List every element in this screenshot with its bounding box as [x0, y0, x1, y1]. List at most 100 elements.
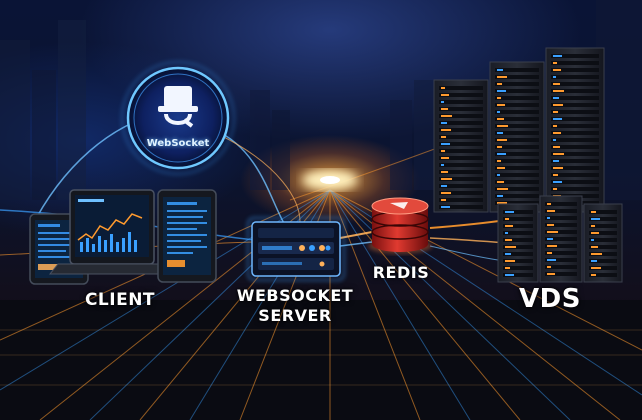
rack-led	[497, 132, 503, 134]
rack-led	[591, 246, 598, 248]
rack-slot	[545, 265, 577, 269]
rack-led	[441, 206, 450, 208]
rack-led	[553, 83, 560, 85]
rack-slot	[495, 180, 539, 184]
rack-slot	[439, 121, 483, 125]
rack-slot	[439, 142, 483, 146]
rack-led	[553, 55, 562, 57]
rack-led	[505, 239, 512, 241]
rack-led	[553, 76, 556, 78]
rack-led	[497, 139, 507, 141]
rack-led	[497, 69, 503, 71]
server-rack-icon	[433, 47, 605, 213]
rack-slot	[439, 163, 483, 167]
central-glow	[302, 170, 358, 190]
rack-slot	[551, 54, 599, 58]
rack-slot	[589, 224, 617, 228]
client-label: CLIENT	[84, 290, 156, 310]
rack-led	[553, 118, 562, 120]
rack-slot	[551, 110, 599, 114]
rack-slot	[503, 217, 533, 221]
rack-led	[497, 202, 507, 204]
rack-slot	[495, 124, 539, 128]
rack-slot	[495, 131, 539, 135]
rack-led	[553, 160, 559, 162]
rack-slot	[439, 114, 483, 118]
rack-led	[441, 87, 445, 89]
rack-led	[553, 153, 564, 155]
rack-slot	[495, 159, 539, 163]
rack-slot	[439, 184, 483, 188]
rack-slot	[551, 89, 599, 93]
rack-led	[547, 259, 556, 261]
rack-slot	[495, 68, 539, 72]
rack-slot	[503, 238, 533, 242]
rack-slot	[551, 82, 599, 86]
rack-led	[497, 76, 507, 78]
rack-slot	[495, 166, 539, 170]
rack-slot	[495, 145, 539, 149]
rack-slot	[589, 238, 617, 242]
rack-led	[547, 203, 551, 205]
rack-slot	[439, 170, 483, 174]
rack-slot	[439, 107, 483, 111]
rack-led	[505, 253, 511, 255]
rack-slot	[551, 152, 599, 156]
rack-slot	[589, 210, 617, 214]
websocket-server-label-line1: WEBSOCKET	[236, 286, 354, 305]
rack-led	[441, 171, 448, 173]
rack-led	[497, 125, 508, 127]
rack-led	[441, 185, 447, 187]
rack-led	[441, 199, 446, 201]
rack-led	[497, 104, 505, 106]
rack-led	[505, 218, 509, 220]
rack-led	[497, 153, 506, 155]
rack-led	[547, 210, 555, 212]
rack-led	[553, 174, 558, 176]
rack-led	[441, 143, 450, 145]
websocket-logo-label: WebSocket	[146, 138, 210, 149]
rack-led	[497, 181, 504, 183]
rack-led	[497, 188, 508, 190]
rack-slot	[495, 201, 539, 205]
rack-led	[553, 167, 563, 169]
rack-led	[497, 97, 501, 99]
rack-slot	[545, 272, 577, 276]
rack-led	[591, 218, 600, 220]
rack-led	[553, 69, 561, 71]
rack-slot	[503, 273, 533, 277]
rack-led	[553, 111, 558, 113]
rack-slot	[439, 93, 483, 97]
rack-led	[553, 125, 557, 127]
rack-slot	[439, 205, 483, 209]
rack-slot	[551, 166, 599, 170]
rack-led	[591, 267, 601, 269]
rack-led	[441, 192, 451, 194]
rack-led	[591, 253, 602, 255]
rack-slot	[495, 96, 539, 100]
rack-led	[497, 146, 502, 148]
rack-slot	[551, 131, 599, 135]
rack-led	[547, 231, 558, 233]
rack-slot	[551, 75, 599, 79]
rack-slot	[503, 245, 533, 249]
rack-slot	[589, 231, 617, 235]
rack-led	[441, 101, 444, 103]
rack-slot	[589, 252, 617, 256]
vds-label: VDS	[519, 284, 581, 314]
rack-led	[547, 273, 555, 275]
rack-slot	[495, 117, 539, 121]
rack-slot	[551, 117, 599, 121]
rack-slot	[495, 138, 539, 142]
rack-led	[441, 178, 452, 180]
rack-slot	[439, 156, 483, 160]
rack-slot	[589, 266, 617, 270]
rack-slot	[495, 173, 539, 177]
rack-slot	[545, 251, 577, 255]
rack-slot	[439, 100, 483, 104]
rack-led	[497, 83, 502, 85]
rack-slot	[545, 209, 577, 213]
rack-slot	[551, 145, 599, 149]
